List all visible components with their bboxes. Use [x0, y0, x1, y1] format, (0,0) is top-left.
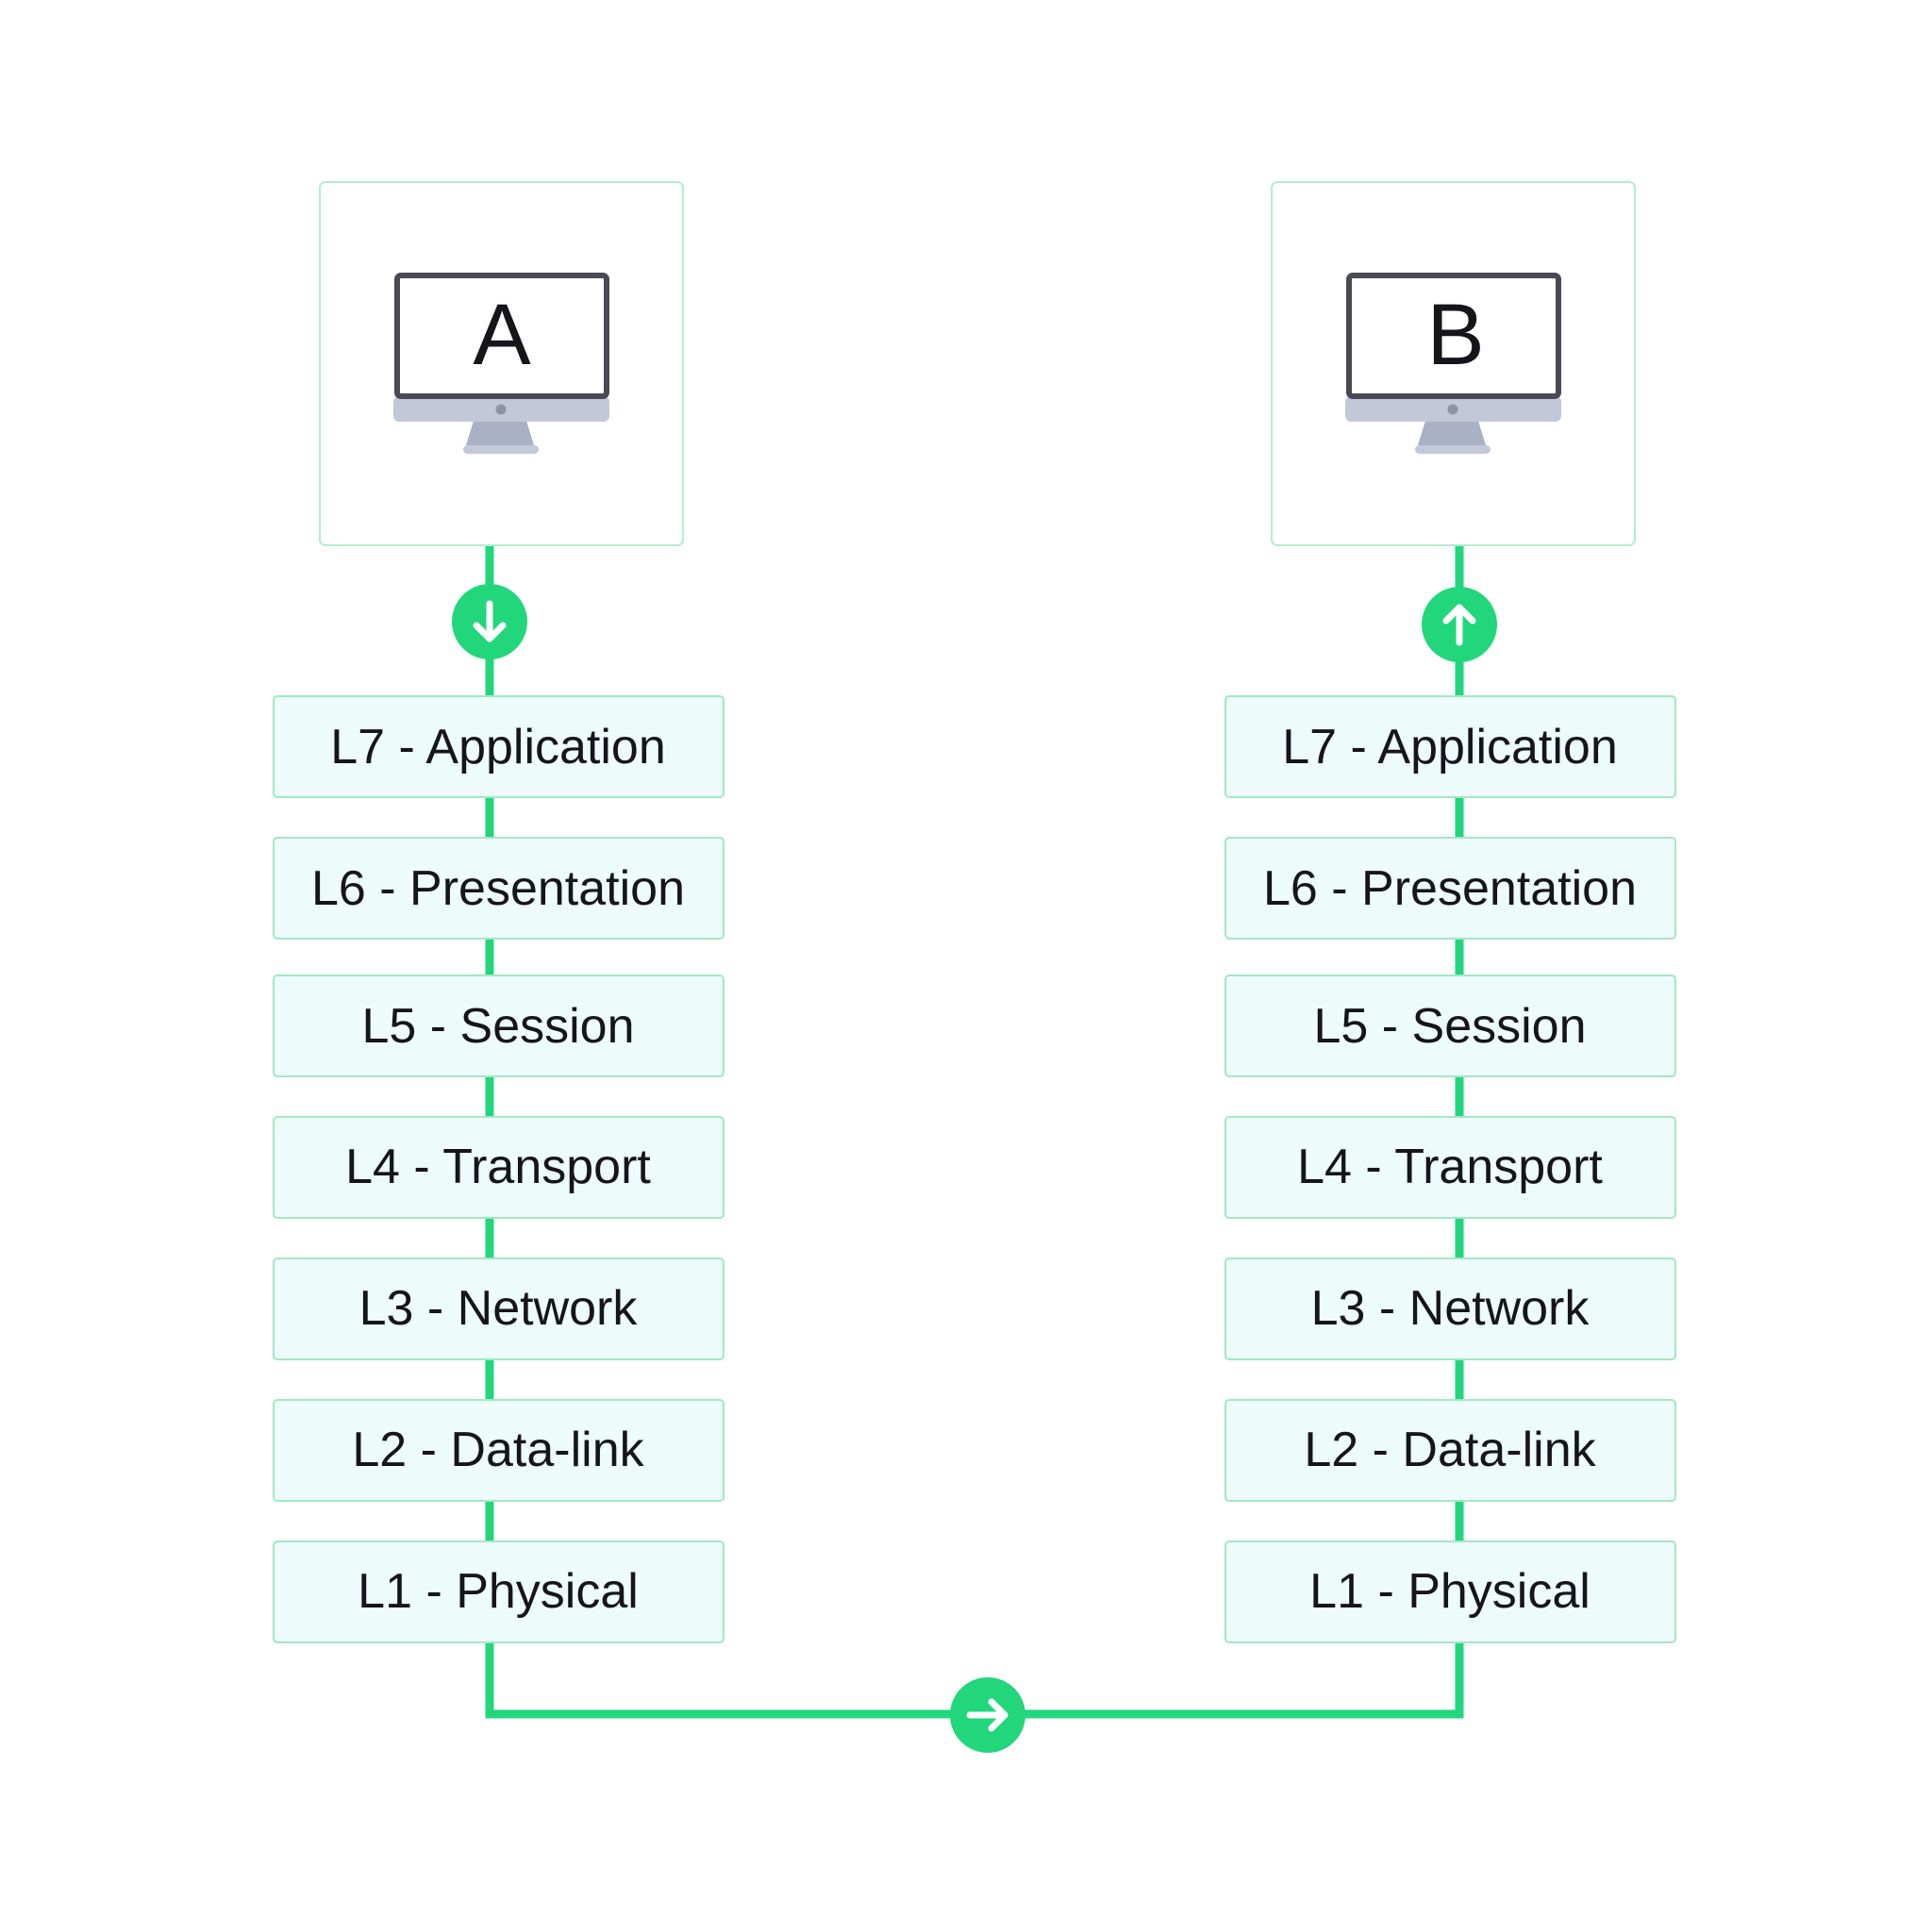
- host-a-layer-4-box: [273, 1116, 724, 1219]
- host-a-layer-7-label: L7 - Application: [330, 720, 666, 774]
- host-a-layer-7-box: [273, 695, 724, 798]
- host-a-layer-6-box: [273, 837, 724, 940]
- host-b-layer-2-box: [1224, 1399, 1676, 1502]
- host-a: A L7 - Application L6 - Presentation L5 …: [273, 181, 724, 1643]
- host-a-layer-3-label: L3 - Network: [359, 1281, 639, 1336]
- host-a-label: A: [473, 287, 531, 383]
- host-b-layer-1-label: L1 - Physical: [1309, 1564, 1591, 1619]
- host-a-layer-5-label: L5 - Session: [361, 999, 634, 1054]
- host-a-monitor-foot: [463, 445, 539, 454]
- transfer-arrow: [950, 1677, 1025, 1753]
- host-b-direction-arrow: [1422, 587, 1497, 662]
- host-a-monitor-screen: [394, 273, 609, 399]
- host-b-layer-4-label: L4 - Transport: [1297, 1140, 1603, 1194]
- host-a-layer-1-box: [273, 1541, 724, 1643]
- host-b-layer-3-label: L3 - Network: [1311, 1281, 1591, 1336]
- host-a-layer-6-label: L6 - Presentation: [311, 861, 685, 916]
- host-b-layer-5-label: L5 - Session: [1313, 999, 1586, 1054]
- host-a-monitor-led: [495, 404, 507, 415]
- host-b-layer-6-label: L6 - Presentation: [1263, 861, 1637, 916]
- host-a-monitor-icon: A: [393, 273, 609, 454]
- host-a-direction-arrow: [452, 584, 527, 659]
- host-a-layer-2-label: L2 - Data-link: [352, 1423, 644, 1477]
- host-b-layer-3-box: [1224, 1257, 1676, 1360]
- host-b-layer-7-box: [1224, 695, 1676, 798]
- host-a-layer-5-box: [273, 974, 724, 1077]
- host-a-layer-2-box: [273, 1399, 724, 1502]
- host-b-label: B: [1426, 287, 1484, 383]
- arrow-right-icon: [966, 1698, 1008, 1732]
- host-b-monitor-screen: [1346, 273, 1561, 399]
- host-b-layer-7-label: L7 - Application: [1282, 720, 1618, 774]
- host-a-layer-stack: L7 - Application L6 - Presentation L5 - …: [273, 695, 724, 1643]
- host-b-layer-stack: L7 - Application L6 - Presentation L5 - …: [1224, 695, 1676, 1643]
- host-a-monitor-stand: [466, 421, 534, 445]
- arrow-up-icon: [1442, 604, 1476, 646]
- host-b: B L7 - Application L6 - Presentation L5 …: [1224, 181, 1676, 1643]
- host-b-layer-6-box: [1224, 837, 1676, 940]
- host-a-layer-1-label: L1 - Physical: [358, 1564, 639, 1619]
- host-b-monitor-icon: B: [1345, 273, 1561, 454]
- host-a-layer-4-label: L4 - Transport: [345, 1140, 651, 1194]
- host-a-layer-3-box: [273, 1257, 724, 1360]
- host-b-layer-2-label: L2 - Data-link: [1304, 1423, 1596, 1477]
- host-b-monitor-foot: [1415, 445, 1491, 454]
- arrow-down-icon: [473, 600, 507, 642]
- host-b-monitor-stand: [1418, 421, 1486, 445]
- host-b-layer-4-box: [1224, 1116, 1676, 1219]
- host-b-layer-5-box: [1224, 974, 1676, 1077]
- host-b-monitor-led: [1447, 404, 1458, 415]
- host-b-layer-1-box: [1224, 1541, 1676, 1643]
